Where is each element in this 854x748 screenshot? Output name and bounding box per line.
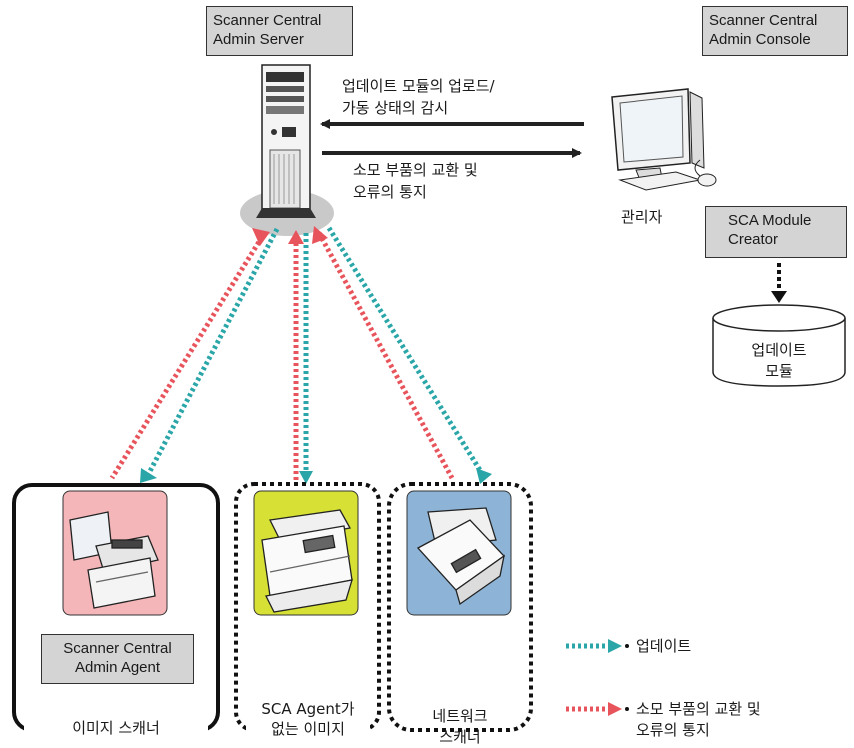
group2-label-line2: 없는 이미지: [246, 719, 370, 740]
module-creator-box: SCA Module Creator: [705, 206, 847, 258]
notify-line1: 소모 부품의 교환 및: [353, 161, 478, 179]
module-creator-line2: Creator: [728, 231, 779, 248]
notify-line2: 오류의 통지: [353, 183, 427, 201]
admin-pc-icon: [611, 88, 717, 191]
group3-label-line2: 스캐너: [439, 728, 481, 746]
update-module-db-icon: [712, 304, 846, 387]
server-label-line1: Scanner Central: [213, 12, 322, 29]
network-scanner-icon: [416, 507, 505, 606]
group3-label-line1: 네트워크: [404, 706, 516, 727]
server-tower-icon: [256, 64, 316, 218]
agent-label-line2: Admin Agent: [74, 659, 161, 676]
upload-line1: 업데이트 모듈의 업로드/: [342, 77, 495, 95]
group1-label: 이미지 스캐너: [24, 718, 208, 739]
legend-notify-line2: 오류의 통지: [636, 721, 710, 739]
update-module-line1: 업데이트: [751, 341, 807, 359]
console-label-line1: Scanner Central: [709, 12, 818, 29]
group2-label-line1: SCA Agent가: [246, 699, 370, 720]
update-module-line2: 모듈: [765, 362, 793, 380]
scanner-icon: [261, 509, 353, 613]
console-label-box: Scanner Central Admin Console: [702, 6, 848, 56]
scanner-with-pc-icon: [69, 511, 159, 609]
server-label-line2: Admin Server: [213, 31, 304, 48]
admin-label: 관리자: [621, 208, 663, 226]
server-label-box: Scanner Central Admin Server: [206, 6, 353, 56]
module-creator-line1: SCA Module: [728, 212, 812, 229]
dotted-arrows: [109, 226, 486, 480]
group-network-border: [387, 482, 533, 732]
agent-label-line1: Scanner Central: [63, 640, 172, 657]
legend-update-label: 업데이트: [636, 637, 692, 655]
agent-label-box: Scanner Central Admin Agent: [41, 634, 194, 684]
upload-line2: 가동 상태의 감시: [342, 99, 449, 117]
console-label-line2: Admin Console: [709, 31, 811, 48]
legend-notify-line1: 소모 부품의 교환 및: [636, 700, 761, 718]
